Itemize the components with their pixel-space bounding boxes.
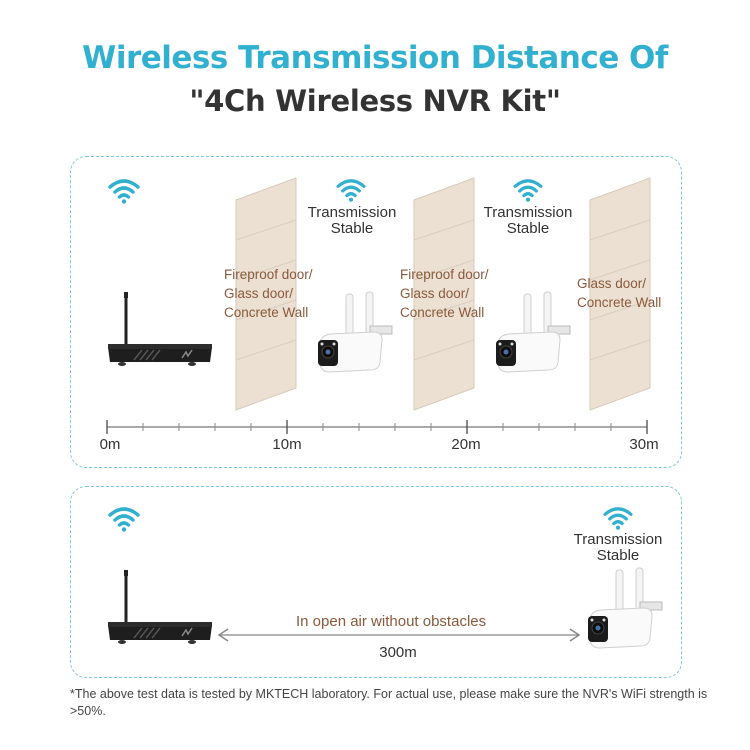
scale-label: 20m xyxy=(451,436,481,453)
page-subtitle: "4Ch Wireless NVR Kit" xyxy=(189,84,561,118)
transmission-status: Transmission Stable xyxy=(483,204,573,237)
open-air-label: In open air without obstacles xyxy=(296,613,487,630)
camera-icon xyxy=(318,291,393,373)
scale-label: 0m xyxy=(99,436,121,453)
scale-label: 10m xyxy=(272,436,302,453)
wall-label: Glass door/ Concrete Wall xyxy=(577,276,662,310)
wifi-icon xyxy=(108,507,140,532)
top-diagram-panel xyxy=(70,156,682,468)
bottom-diagram-panel xyxy=(70,486,682,678)
nvr-recorder-icon xyxy=(108,570,212,644)
footnote: *The above test data is tested by MKTECH… xyxy=(70,687,708,718)
distance-scale xyxy=(106,420,648,434)
transmission-status: Transmission Stable xyxy=(307,204,397,237)
wifi-icon xyxy=(108,179,140,204)
wifi-icon xyxy=(513,179,543,202)
nvr-recorder-icon xyxy=(108,292,212,366)
wifi-icon xyxy=(336,179,366,202)
distance-arrow xyxy=(217,628,581,642)
wall-panel xyxy=(235,177,297,411)
wall-label: Fireproof door/ Glass door/ Concrete Wal… xyxy=(400,267,489,320)
transmission-status: Transmission Stable xyxy=(573,531,663,564)
wall-label: Fireproof door/ Glass door/ Concrete Wal… xyxy=(224,267,313,320)
camera-icon xyxy=(496,291,571,373)
wall-panel xyxy=(413,177,475,411)
page-title: Wireless Transmission Distance Of xyxy=(82,40,668,76)
camera-icon xyxy=(588,567,663,649)
scale-label: 30m xyxy=(629,436,659,453)
wifi-icon xyxy=(603,507,633,530)
distance-label: 300m xyxy=(379,644,417,661)
wall-panel xyxy=(589,177,651,411)
